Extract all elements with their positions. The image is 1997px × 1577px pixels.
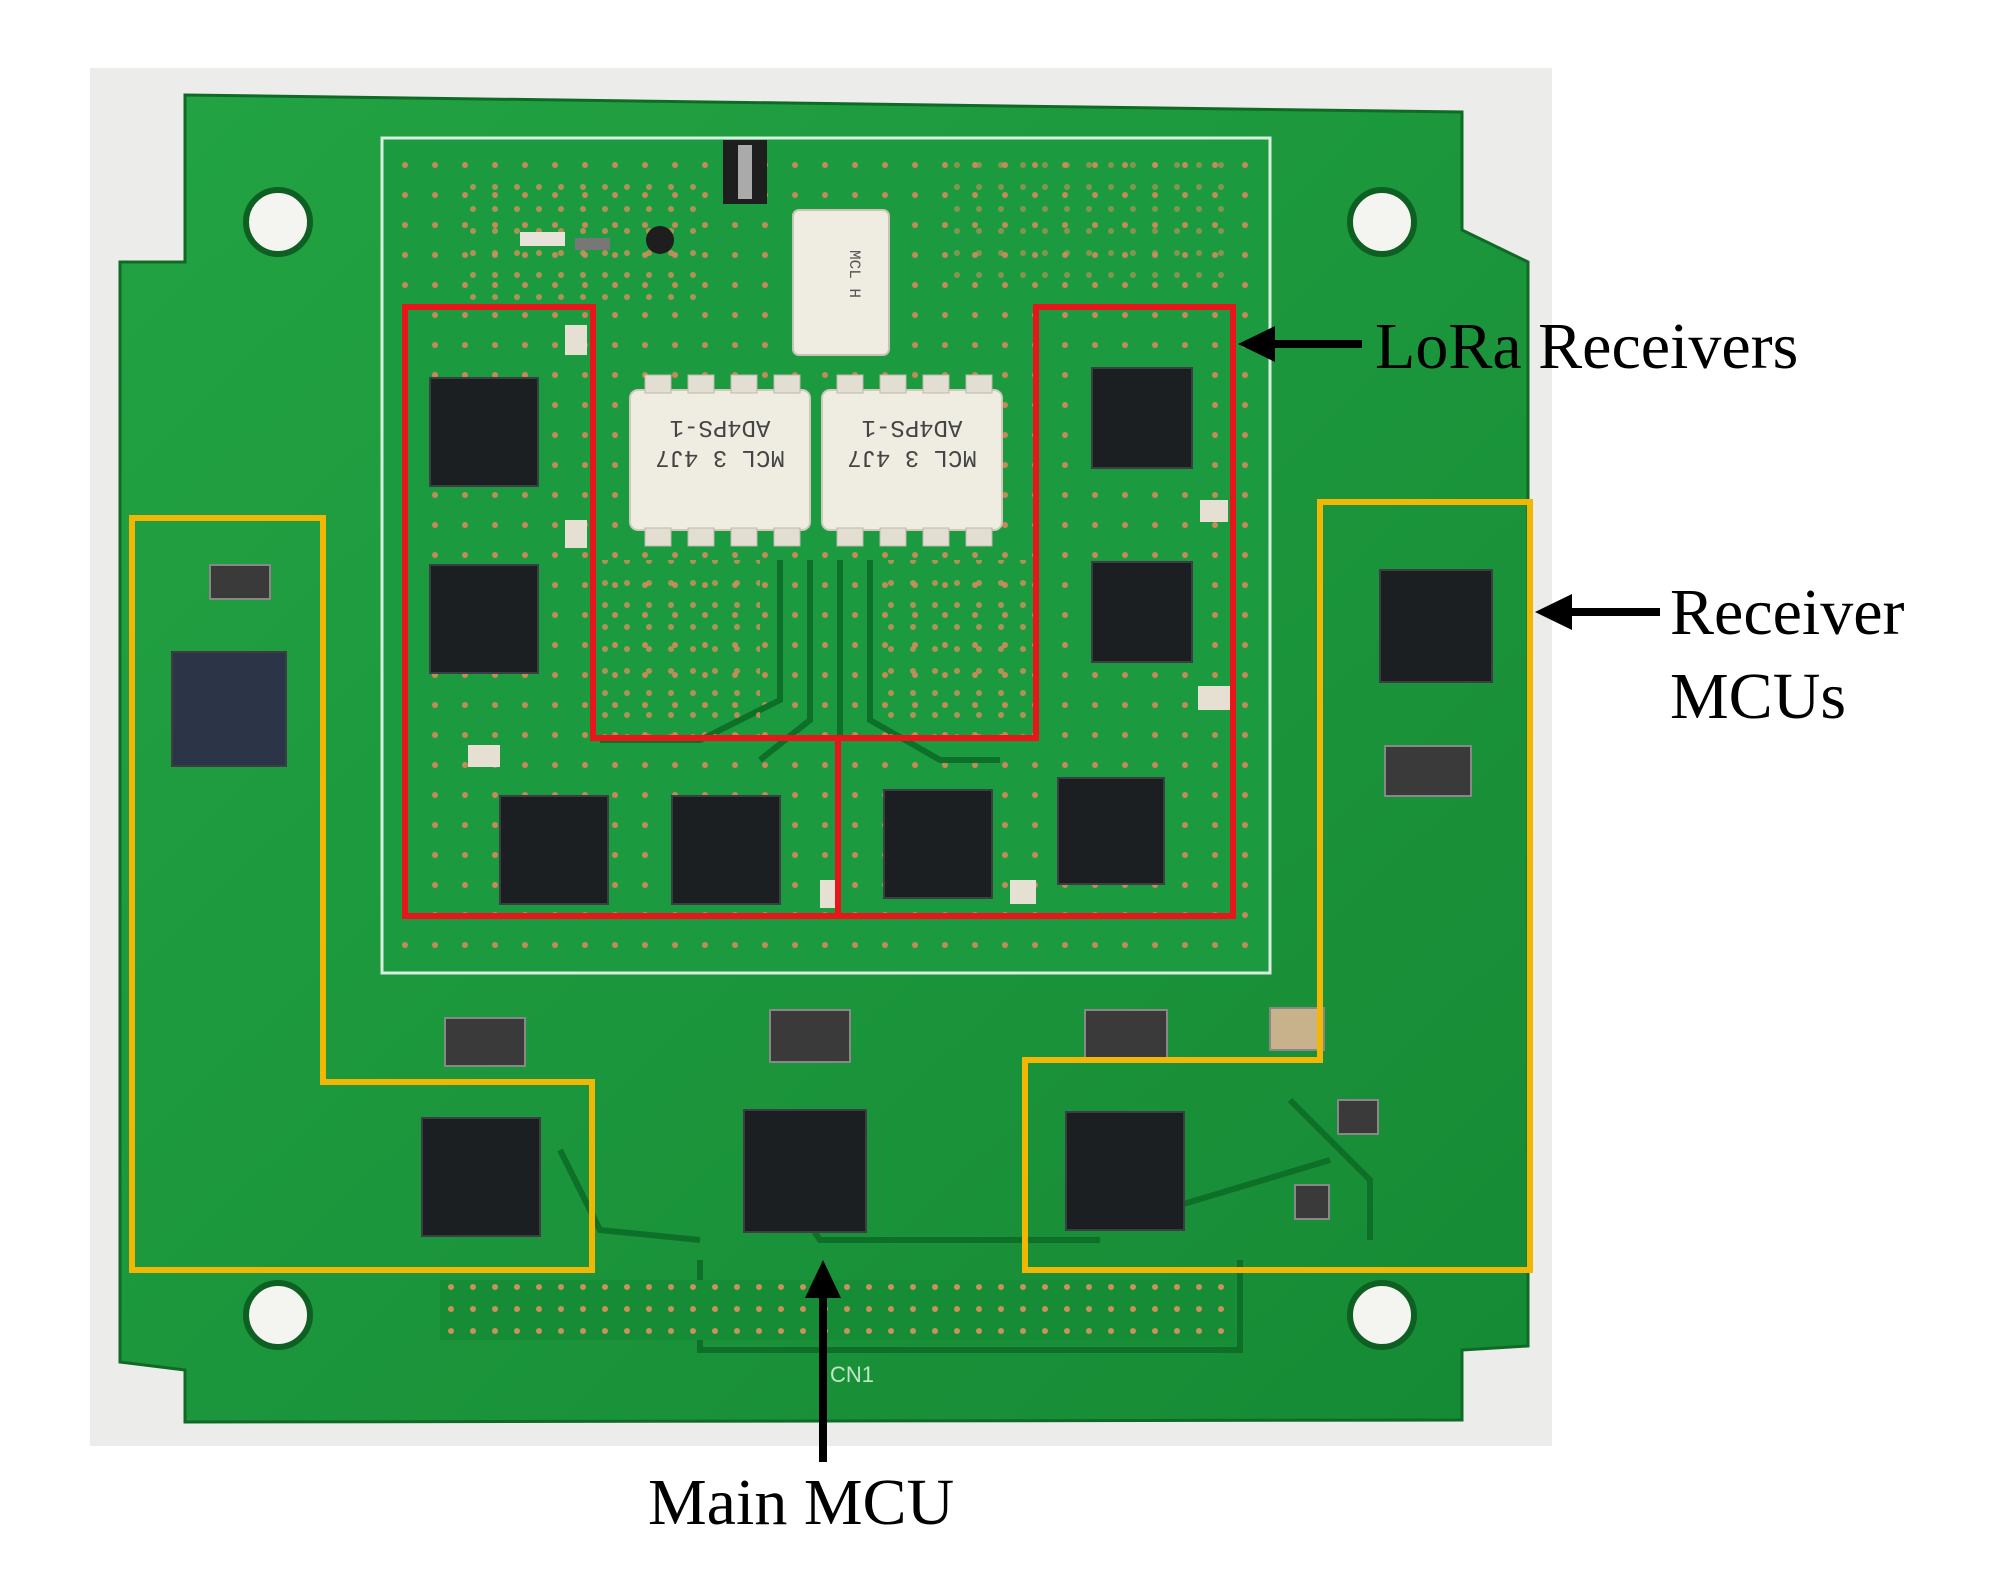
lora-receiver-chips [429,367,1193,905]
passive-components [468,325,1230,908]
connector-silkscreen: CN1 [830,1362,874,1387]
annotation-arrows [805,326,1660,1462]
top-module-label: MCL H [845,250,863,298]
receiver-mcus-label-line1: Receiver [1670,576,1905,649]
lora-receivers-label: LoRa Receivers [1375,310,1799,383]
mixer-right-line2: AD4PS-1 [862,413,963,440]
mixer-left-line2: AD4PS-1 [670,413,771,440]
mixer-left-line1: MCL 3 4J7 [655,443,785,470]
mixer-right-line1: MCL 3 4J7 [847,443,977,470]
mixer-modules: MCL 3 4J7 AD4PS-1 MCL 3 4J7 AD4PS-1 [629,374,1003,547]
top-rf-components: MCL H [520,140,890,356]
main-mcu-label: Main MCU [648,1466,955,1539]
receiver-mcus-label-line2: MCUs [1670,660,1847,733]
lora-receivers-highlight [402,304,1236,919]
main-mcu-chip [743,1109,867,1233]
mounting-holes [243,187,1417,1350]
mcu-chips [171,569,1493,1237]
receiver-mcus-highlight [129,499,1533,1273]
crystals [209,564,1472,1220]
